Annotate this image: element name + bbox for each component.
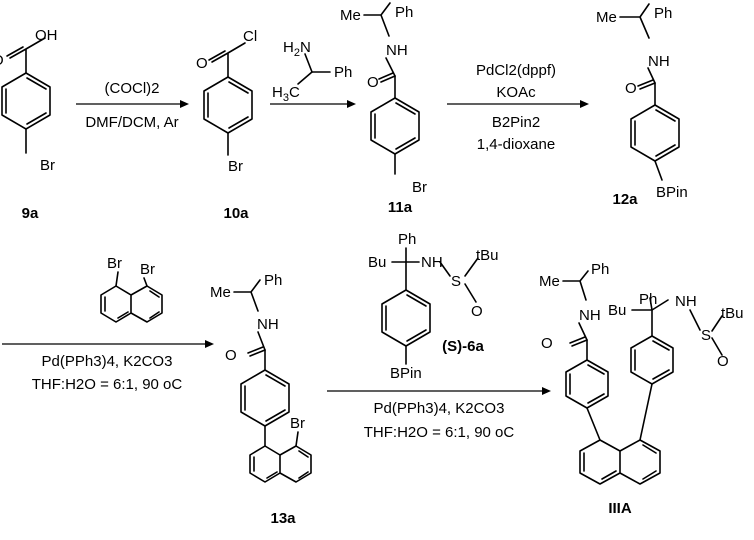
nh-label: NH <box>579 307 601 324</box>
carbonyl-o-label: O <box>0 52 4 69</box>
h3c-label: H3C <box>272 84 300 104</box>
arrow-step-5 <box>327 387 551 395</box>
step3-solvent: 1,4-dioxane <box>477 136 555 153</box>
phenylethylamine-reagent: H2N Ph H3C <box>272 39 352 104</box>
compound-12a-label: 12a <box>612 191 638 208</box>
br-label-1: Br <box>107 255 122 272</box>
arrow-step-2 <box>270 100 356 108</box>
nh-label: NH <box>421 254 443 271</box>
s-label: S <box>451 273 461 290</box>
methyl-label: Me <box>596 9 617 26</box>
tbu-label: tBu <box>721 305 744 322</box>
step5-solvent: THF:H2O = 6:1, 90 oC <box>364 424 515 441</box>
br-label: Br <box>290 415 305 432</box>
br-label: Br <box>40 157 55 174</box>
carbonyl-o-label: O <box>196 55 208 72</box>
compound-6a-label: (S)-6a <box>442 338 484 355</box>
cl-label: Cl <box>243 28 257 45</box>
step3-catalyst: PdCl2(dppf) <box>476 62 556 79</box>
br-label-2: Br <box>140 261 155 278</box>
oh-label: OH <box>35 27 58 44</box>
tbu-label: tBu <box>476 247 499 264</box>
step5-catalyst: Pd(PPh3)4, K2CO3 <box>374 400 505 417</box>
carbonyl-o-label: O <box>225 347 237 364</box>
compound-10a-structure: Cl O Br <box>196 28 257 175</box>
compound-9a-structure: OH O Br <box>0 27 58 174</box>
sulfinyl-o-label: O <box>717 353 729 370</box>
s-label: S <box>701 327 711 344</box>
compound-11a-label: 11a <box>388 199 413 216</box>
arrow-step-4 <box>2 340 214 348</box>
dibromonaphthalene-reagent: Br Br <box>100 255 163 323</box>
bpin-label: BPin <box>390 365 422 382</box>
nh-label: NH <box>257 316 279 333</box>
ph-label-2: Ph <box>639 291 657 308</box>
arrow-step-1 <box>76 100 189 108</box>
ph-label: Ph <box>591 261 609 278</box>
methyl-label: Me <box>539 273 560 290</box>
ph-label: Ph <box>654 5 672 22</box>
methyl-label: Me <box>340 7 361 24</box>
compound-12a-structure: Me Ph NH O BPin <box>596 3 688 201</box>
ph-label: Ph <box>398 231 416 248</box>
bpin-label: BPin <box>656 184 688 201</box>
compound-11a-structure: Me Ph NH O Br <box>340 2 427 196</box>
carbonyl-o-label: O <box>367 74 379 91</box>
ph-label: Ph <box>395 4 413 21</box>
step1-solvent: DMF/DCM, Ar <box>85 114 178 131</box>
compound-IIIA-structure: Me Ph NH O Ph Bu NH S tBu O <box>539 261 744 485</box>
ph-label: Ph <box>264 272 282 289</box>
compound-6a-structure: Ph Bu NH S tBu O BPin <box>368 231 499 382</box>
step1-reagent: (COCl)2 <box>105 80 160 97</box>
nh-label-2: NH <box>675 293 697 310</box>
compound-10a-label: 10a <box>223 205 249 222</box>
nh-label: NH <box>386 42 408 59</box>
carbonyl-o-label: O <box>541 335 553 352</box>
br-label: Br <box>228 158 243 175</box>
compound-13a-structure: Me Ph NH O Br <box>210 272 312 483</box>
step4-solvent: THF:H2O = 6:1, 90 oC <box>32 376 183 393</box>
bu-label: Bu <box>368 254 386 271</box>
carbonyl-o-label: O <box>625 80 637 97</box>
ph-label: Ph <box>334 64 352 81</box>
step3-boron-reagent: B2Pin2 <box>492 114 540 131</box>
compound-13a-label: 13a <box>270 510 296 527</box>
compound-9a-label: 9a <box>22 205 39 222</box>
methyl-label: Me <box>210 284 231 301</box>
compound-IIIA-label: IIIA <box>608 500 632 517</box>
step4-catalyst: Pd(PPh3)4, K2CO3 <box>42 353 173 370</box>
h2n-label: H2N <box>283 39 311 59</box>
br-label: Br <box>412 179 427 196</box>
arrow-step-3 <box>447 100 589 108</box>
nh-label: NH <box>648 53 670 70</box>
step3-base: KOAc <box>496 84 536 101</box>
bu-label: Bu <box>608 302 626 319</box>
sulfinyl-o-label: O <box>471 303 483 320</box>
